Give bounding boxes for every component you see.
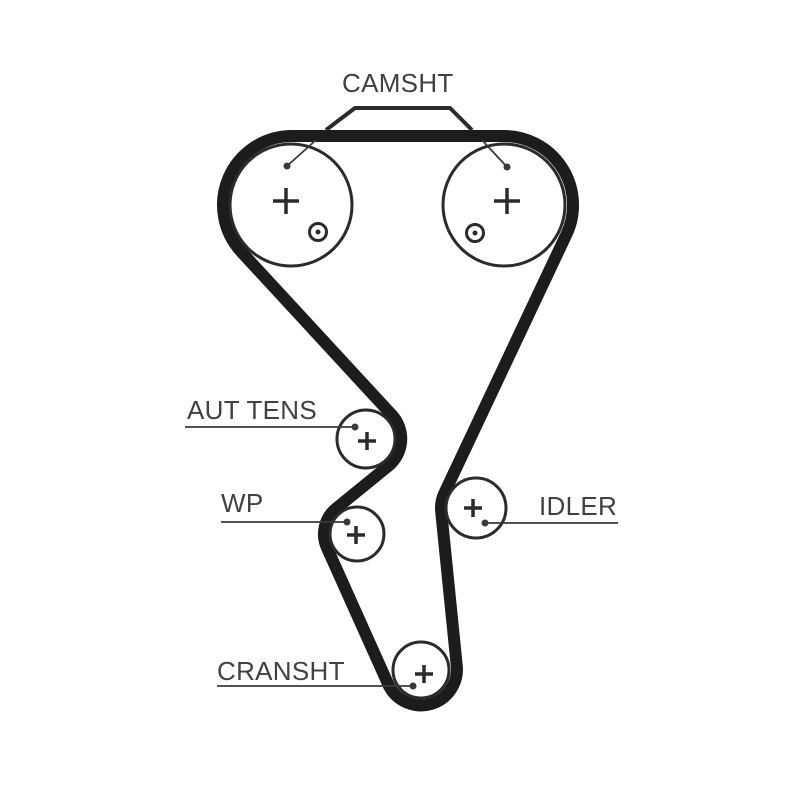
timing-mark-icon-left — [308, 222, 328, 242]
leader-line-cam-right — [481, 139, 508, 168]
plus-icon-cam-right — [494, 188, 520, 214]
leader-line-cam-left — [286, 139, 317, 167]
leader-dot-water-pump — [343, 518, 351, 526]
plus-icon-idler — [464, 499, 482, 517]
crankshaft-sprocket-circle — [391, 640, 451, 700]
camshaft-label-bracket — [324, 106, 474, 132]
leader-dot-idler — [481, 519, 489, 527]
label-idler: IDLER — [539, 491, 618, 521]
leader-dot-crankshaft — [409, 682, 417, 690]
leader-dot-tensioner — [351, 423, 359, 431]
label-automatic-tensioner: AUT TENS — [187, 395, 318, 425]
camshaft-sprocket-right-circle — [441, 142, 567, 268]
leader-dot-cam-right — [503, 163, 511, 171]
plus-icon-cam-left — [273, 188, 299, 214]
plus-icon-water-pump — [347, 526, 365, 544]
leader-dot-cam-left — [283, 162, 291, 170]
timing-mark-icon-right — [465, 223, 485, 243]
plus-icon-crankshaft — [415, 665, 433, 683]
label-camshaft: CAMSHT — [342, 68, 454, 98]
label-crankshaft: CRANSHT — [217, 656, 345, 686]
label-water-pump: WP — [221, 488, 264, 518]
plus-icon-tensioner — [358, 432, 376, 450]
camshaft-sprocket-left-circle — [228, 142, 354, 268]
